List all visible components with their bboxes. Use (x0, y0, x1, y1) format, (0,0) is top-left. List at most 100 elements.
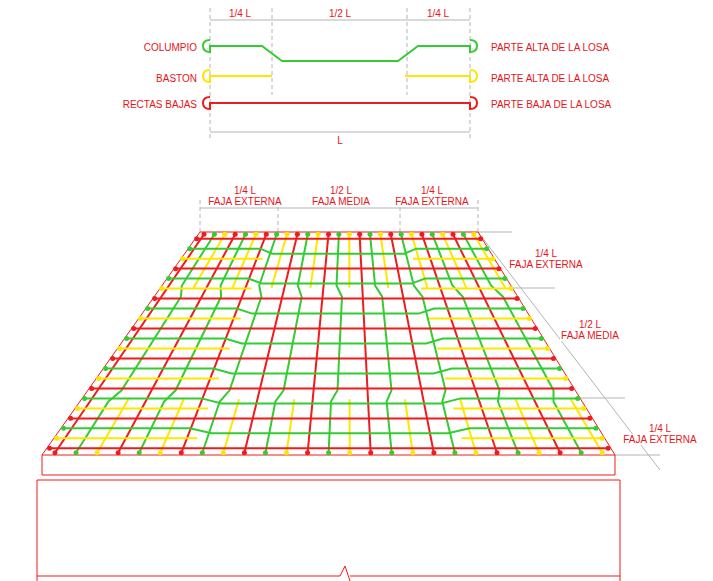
bar-hook (96, 376, 101, 381)
bar-hook (326, 450, 331, 455)
bar-hook (368, 450, 373, 455)
bar-hook (471, 232, 476, 237)
bar-hook (243, 232, 248, 237)
bar-hook (502, 276, 507, 281)
rebar (516, 399, 540, 453)
bar-hook (440, 232, 445, 237)
rebar (160, 399, 184, 453)
bar-hook (54, 436, 59, 441)
bar-hook (539, 336, 544, 341)
bar-hook (490, 256, 495, 261)
bar-hook (509, 286, 514, 291)
rebar (348, 234, 350, 288)
rebar (64, 428, 596, 433)
dimension-label: 1/2 L (328, 8, 352, 19)
dimension-label: FAJA EXTERNA (394, 196, 469, 207)
bar-hook (145, 306, 150, 311)
bar-hook (212, 232, 217, 237)
bar-hook (600, 450, 605, 455)
bar-hook (419, 232, 424, 237)
beam-section (37, 480, 620, 581)
dimension-label: PARTE ALTA DE LA LOSA (490, 73, 610, 84)
rebar (92, 387, 572, 389)
bar-hook (461, 232, 466, 237)
dimension-label: PARTE ALTA DE LA LOSA (490, 42, 610, 53)
rebar (413, 258, 493, 260)
rebar (190, 249, 487, 254)
bar-hook (295, 232, 300, 237)
rebar (405, 399, 413, 453)
bar-hook (222, 232, 227, 237)
bar-hook (357, 232, 362, 237)
bar-hook (61, 426, 66, 431)
bar-hook (478, 236, 483, 241)
rebar (380, 234, 388, 288)
dimension-label: FAJA EXTERNA (622, 434, 697, 445)
bar-hook (264, 232, 269, 237)
rebar (422, 234, 497, 453)
rebar (134, 328, 536, 330)
rebar (443, 234, 467, 288)
rebar (474, 234, 505, 288)
rebar (71, 417, 590, 419)
dimension-label: 1/4 L (426, 8, 450, 19)
bar-hook (521, 306, 526, 311)
bar-hook (117, 346, 122, 351)
bar-hook (242, 450, 247, 455)
rebar (176, 268, 499, 270)
bar-hook (587, 416, 592, 421)
bar-hook (138, 316, 143, 321)
rebar (57, 437, 198, 439)
bar-hook (159, 286, 164, 291)
bar-hook (606, 446, 611, 451)
bar-hook (326, 232, 331, 237)
rebar (162, 288, 252, 290)
bar-hook (579, 450, 584, 455)
rebar (349, 399, 351, 453)
rebar (429, 318, 529, 320)
dimension-label: 1/4 L (233, 185, 257, 196)
dimension-label: PARTE BAJA DE LA LOSA (490, 99, 612, 110)
bar-hook (221, 450, 226, 455)
bar-hook (569, 386, 574, 391)
rebar (169, 279, 505, 284)
bar-hook (563, 376, 568, 381)
bar-hook (305, 450, 310, 455)
dimension-label: FAJA MEDIA (311, 196, 371, 207)
bar-hook (116, 450, 121, 455)
dimension-label: 1/4 L (420, 185, 444, 196)
bar-hook (253, 232, 258, 237)
bar-hook (74, 450, 79, 455)
bar-hook (89, 386, 94, 391)
rebar (120, 348, 230, 350)
bar-hook (347, 450, 352, 455)
rebar (85, 398, 578, 403)
dimension-label: L (336, 135, 344, 146)
rebar (223, 399, 239, 453)
bar-hook (431, 450, 436, 455)
rebar (99, 377, 219, 379)
bar-hook (409, 232, 414, 237)
dimension-label: 1/2 L (329, 185, 353, 196)
rebar (287, 399, 295, 453)
bar-hook (484, 246, 489, 251)
bar-hook (452, 450, 457, 455)
bar-hook (158, 450, 163, 455)
bar-type-label: BASTON (155, 73, 198, 84)
bar-hook (515, 296, 520, 301)
rebar (437, 348, 547, 350)
rebar (139, 234, 245, 453)
bar-hook (200, 450, 205, 455)
rebar (155, 298, 517, 300)
bar-hook (75, 406, 80, 411)
rebar (127, 339, 542, 344)
bar-hook (389, 450, 394, 455)
dimension-label: FAJA MEDIA (560, 330, 620, 341)
rebar (78, 407, 208, 409)
bar-hook (166, 276, 171, 281)
bar-hook (557, 366, 562, 371)
bar-hook (600, 436, 605, 441)
bar-hook (263, 450, 268, 455)
bar-hook (202, 232, 207, 237)
